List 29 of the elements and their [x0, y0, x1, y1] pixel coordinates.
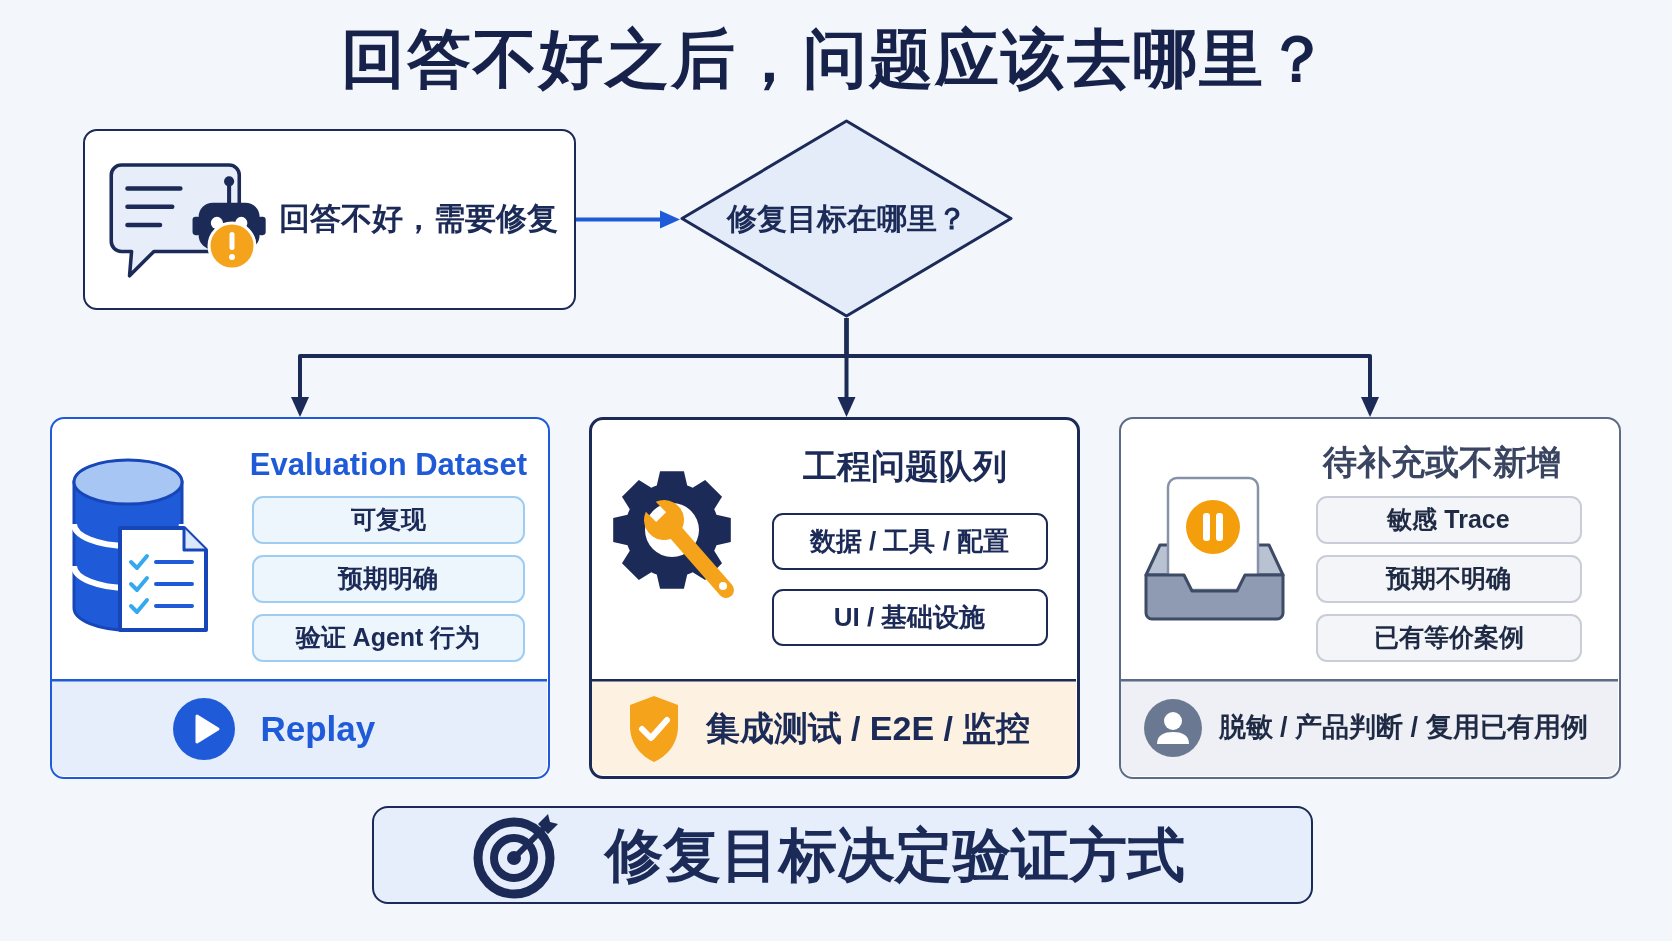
criteria-tag: 预期明确	[251, 554, 525, 603]
title: 回答不好之后，问题应该去哪里？	[341, 23, 1331, 97]
criteria-tag: 预期不明确	[1315, 554, 1582, 603]
panel-heading: 工程问题队列	[802, 446, 1007, 487]
conclusion-banner	[372, 806, 1313, 904]
panel-heading: Evaluation Dataset	[249, 446, 528, 483]
problem-text: 回答不好，需要修复	[278, 200, 558, 237]
criteria-tag: 可复现	[251, 495, 525, 544]
method-text: 脱敏 / 产品判断 / 复用已有用例	[1218, 712, 1588, 743]
problem-box	[83, 129, 576, 310]
method-band	[592, 678, 1076, 775]
conclusion-text: 修复目标决定验证方式	[604, 821, 1185, 888]
criteria-tag: 敏感 Trace	[1315, 495, 1582, 544]
arrow	[576, 210, 680, 229]
category-panel	[1119, 417, 1621, 779]
criteria-tag: UI / 基础设施	[771, 588, 1048, 646]
criteria-tag: 数据 / 工具 / 配置	[771, 512, 1048, 570]
panel-heading: 待补充或不新增	[1322, 442, 1561, 483]
method-text: Replay	[260, 708, 376, 749]
question-text: 修复目标在哪里？	[727, 201, 967, 237]
category-panel	[50, 417, 550, 779]
category-panel	[589, 417, 1080, 779]
decision-diamond	[680, 119, 1013, 318]
method-text: 集成测试 / E2E / 监控	[705, 708, 1031, 749]
criteria-tag: 验证 Agent 行为	[251, 613, 525, 662]
method-band	[52, 678, 547, 776]
arrow	[844, 318, 1379, 417]
criteria-tag: 已有等价案例	[1315, 613, 1582, 662]
method-band	[1121, 678, 1618, 776]
